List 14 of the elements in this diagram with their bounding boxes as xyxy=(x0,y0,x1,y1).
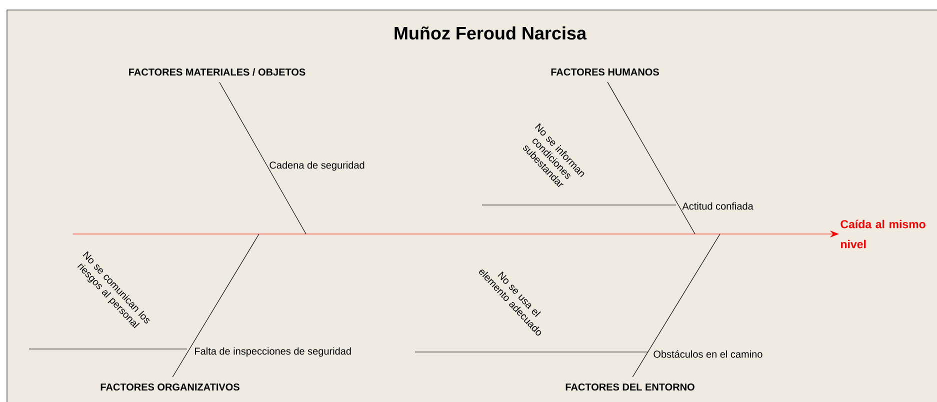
category-label: FACTORES MATERIALES / OBJETOS xyxy=(129,68,306,76)
bone-line xyxy=(632,234,720,378)
bone-line xyxy=(172,234,260,378)
title: Muñoz Feroud Narcisa xyxy=(394,26,587,40)
cause-label: Actitud confiada xyxy=(682,202,754,210)
category-label: FACTORES DEL ENTORNO xyxy=(566,383,694,391)
cause-label: Obstáculos en el camino xyxy=(654,350,762,358)
effect-label: Caída al mismo nivel xyxy=(840,220,926,248)
cause-label: Falta de inspecciones de seguridad xyxy=(195,347,351,357)
bone-line xyxy=(219,82,306,234)
bone-line xyxy=(607,82,696,234)
cause-label: Cadena de seguridad xyxy=(270,161,364,171)
category-label: FACTORES ORGANIZATIVOS xyxy=(100,383,240,391)
category-label: FACTORES HUMANOS xyxy=(551,68,659,76)
